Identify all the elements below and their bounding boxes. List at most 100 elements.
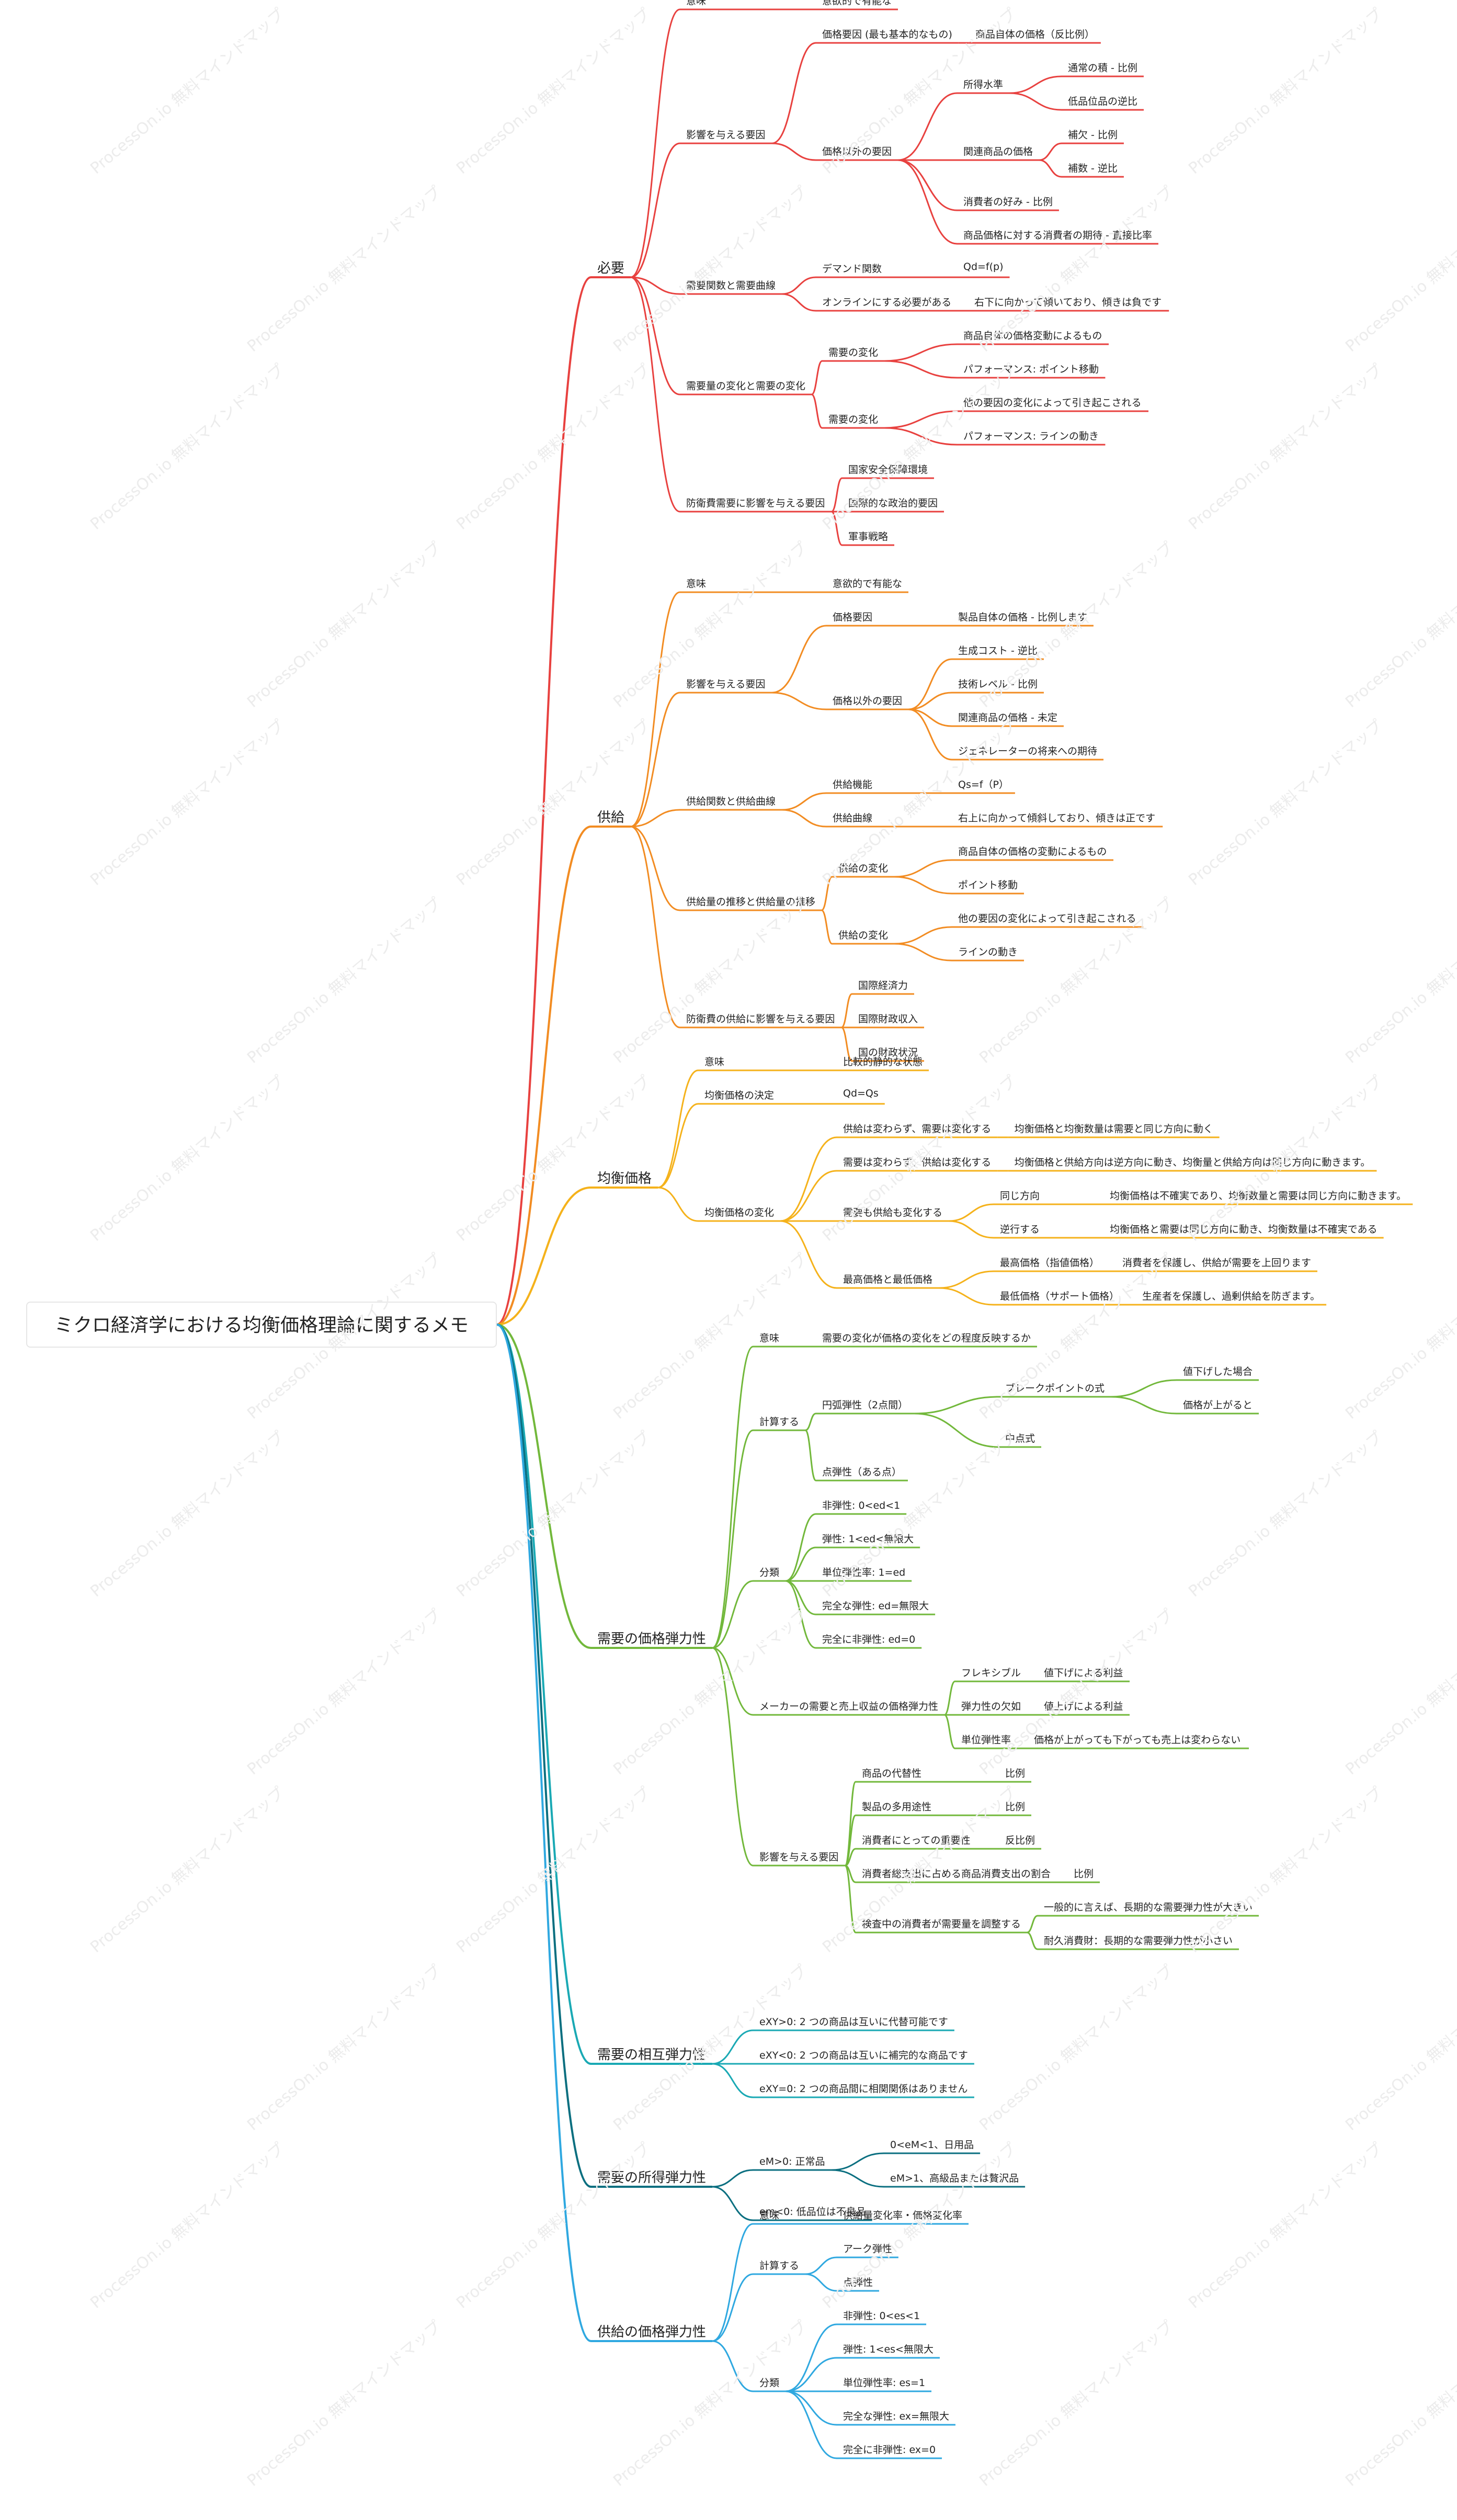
topic-node[interactable]: 供給量の推移と供給量の推移 [686, 896, 816, 908]
topic-node[interactable]: 商品自体の価格（反比例） [975, 29, 1095, 40]
topic-node[interactable]: 分類 [759, 1567, 780, 1578]
topic-node[interactable]: 商品価格に対する消費者の期待 - 直接比率 [963, 230, 1152, 241]
topic-node[interactable]: 補数 - 逆比 [1068, 163, 1118, 174]
topic-node[interactable]: 非弾性: 0<ed<1 [822, 1500, 901, 1511]
topic-node[interactable]: 計算する [759, 2260, 800, 2272]
topic-node[interactable]: Qd=f(p) [963, 261, 1004, 273]
topic-node[interactable]: 国の財政状況 [858, 1047, 918, 1058]
topic-node[interactable]: 消費者にとっての重要性 [862, 1835, 971, 1846]
topic-node[interactable]: ジェネレーターの将来への期待 [958, 745, 1098, 757]
topic-node[interactable]: 需要も供給も変化する [843, 1207, 943, 1218]
topic-node[interactable]: 供給曲線 [833, 812, 873, 824]
topic-node[interactable]: 均衡価格と供給方向は逆方向に動き、均衡量と供給方向は同じ方向に動きます。 [1014, 1157, 1371, 1168]
topic-node[interactable]: Qd=Qs [843, 1088, 879, 1099]
topic-node[interactable]: オンラインにする必要がある [822, 297, 952, 308]
topic-node[interactable]: 影響を与える要因 [686, 129, 766, 141]
topic-node[interactable]: 意味 [759, 2210, 780, 2221]
topic-node[interactable]: 最高価格と最低価格 [843, 1274, 933, 1285]
branch-topic[interactable]: 需要の所得弾力性 [597, 2170, 707, 2186]
topic-node[interactable]: 意味 [759, 1332, 780, 1344]
topic-node[interactable]: 完全に非弾性: ex=0 [843, 2444, 936, 2456]
topic-node[interactable]: 単位弾性率: es=1 [843, 2377, 926, 2389]
topic-node[interactable]: 円弧弾性（2点間） [822, 1399, 908, 1411]
topic-node[interactable]: 比例 [1074, 1868, 1094, 1880]
topic-node[interactable]: 供給量変化率・価格変化率 [843, 2210, 963, 2221]
topic-node[interactable]: 国際的な政治的要因 [848, 498, 938, 509]
topic-node[interactable]: 単位弾性率 [961, 1734, 1011, 1746]
topic-node[interactable]: 比例 [1005, 1801, 1026, 1813]
topic-node[interactable]: 消費者総支出に占める商品消費支出の割合 [862, 1868, 1051, 1880]
topic-node[interactable]: 供給の変化 [838, 930, 889, 941]
topic-node[interactable]: 商品自体の価格の変動によるもの [958, 846, 1107, 857]
topic-node[interactable]: アーク弾性 [843, 2243, 892, 2255]
topic-node[interactable]: ポイント移動 [958, 879, 1018, 891]
topic-node[interactable]: 均衡価格と需要は同じ方向に動き、均衡数量は不確実である [1110, 1224, 1378, 1235]
topic-node[interactable]: 均衡価格の決定 [704, 1090, 775, 1101]
topic-node[interactable]: 中点式 [1005, 1433, 1035, 1444]
topic-node[interactable]: 通常の積 - 比例 [1068, 62, 1137, 74]
topic-node[interactable]: 意味 [686, 578, 707, 590]
topic-node[interactable]: 補欠 - 比例 [1068, 129, 1118, 141]
topic-node[interactable]: ブレークポイントの式 [1005, 1383, 1105, 1394]
topic-node[interactable]: eXY=0: 2 つの商品間に相関関係はありません [759, 2083, 968, 2095]
topic-node[interactable]: 価格が上がっても下がっても売上は変わらない [1034, 1734, 1241, 1746]
topic-node[interactable]: フレキシブル [961, 1667, 1021, 1679]
topic-node[interactable]: 供給関数と供給曲線 [686, 796, 776, 807]
branch-topic[interactable]: 供給の価格弾力性 [597, 2324, 707, 2340]
topic-node[interactable]: 比例 [1005, 1768, 1026, 1779]
topic-node[interactable]: 耐久消費財：長期的な需要弾力性が小さい [1044, 1935, 1233, 1947]
branch-topic[interactable]: 供給 [597, 810, 625, 826]
topic-node[interactable]: 価格要因 (最も基本的なもの) [822, 29, 952, 40]
topic-node[interactable]: 非弾性: 0<es<1 [843, 2310, 920, 2322]
topic-node[interactable]: デマンド関数 [822, 263, 882, 275]
topic-node[interactable]: 均衡価格と均衡数量は需要と同じ方向に動く [1014, 1123, 1213, 1135]
topic-node[interactable]: 計算する [759, 1416, 800, 1428]
topic-node[interactable]: 国際経済力 [858, 980, 908, 991]
topic-node[interactable]: 検査中の消費者が需要量を調整する [862, 1918, 1021, 1930]
branch-topic[interactable]: 必要 [597, 261, 625, 276]
topic-node[interactable]: 同じ方向 [1000, 1190, 1040, 1202]
topic-node[interactable]: 防衛費需要に影響を与える要因 [686, 498, 825, 509]
topic-node[interactable]: 弾性: 1<es<無限大 [843, 2344, 934, 2355]
topic-node[interactable]: 価格要因 [833, 612, 873, 623]
topic-node[interactable]: 防衛費の供給に影響を与える要因 [686, 1013, 835, 1025]
topic-node[interactable]: 右下に向かって傾いており、傾きは負です [974, 297, 1162, 308]
topic-node[interactable]: 製品の多用途性 [862, 1801, 932, 1813]
topic-node[interactable]: パフォーマンス: ポイント移動 [963, 364, 1099, 375]
topic-node[interactable]: 消費者の好み - 比例 [963, 196, 1053, 208]
topic-node[interactable]: 影響を与える要因 [759, 1851, 839, 1863]
topic-node[interactable]: 商品自体の価格変動によるもの [963, 330, 1102, 342]
topic-node[interactable]: 値下げによる利益 [1044, 1667, 1123, 1679]
topic-node[interactable]: 需要の変化 [828, 414, 879, 425]
topic-node[interactable]: em<0: 低品位は不良品 [759, 2206, 866, 2218]
topic-node[interactable]: 一般的に言えば、長期的な需要弾力性が大きい [1044, 1902, 1253, 1913]
root-topic[interactable]: ミクロ経済学における均衡価格理論に関するメモ [26, 1302, 497, 1348]
topic-node[interactable]: 意欲的で有能な [833, 578, 903, 590]
topic-node[interactable]: 需要は変わらず、供給は変化する [843, 1157, 992, 1168]
topic-node[interactable]: 点弾性（ある点） [822, 1466, 902, 1478]
topic-node[interactable]: 軍事戦略 [848, 531, 889, 543]
topic-node[interactable]: 単位弾性率: 1=ed [822, 1567, 906, 1578]
topic-node[interactable]: 関連商品の価格 [963, 146, 1033, 157]
topic-node[interactable]: 国際財政収入 [858, 1013, 918, 1025]
topic-node[interactable]: 需要関数と需要曲線 [686, 280, 776, 291]
topic-node[interactable]: 低品位品の逆比 [1068, 96, 1138, 107]
topic-node[interactable]: 技術レベル - 比例 [958, 679, 1038, 690]
topic-node[interactable]: 供給機能 [833, 779, 873, 790]
topic-node[interactable]: 国家安全保障環境 [848, 464, 928, 476]
topic-node[interactable]: パフォーマンス: ラインの動き [963, 431, 1099, 442]
topic-node[interactable]: 完全に非弾性: ed=0 [822, 1634, 916, 1645]
topic-node[interactable]: 需要の変化が価格の変化をどの程度反映するか [822, 1332, 1031, 1344]
branch-topic[interactable]: 需要の相互弾力性 [597, 2047, 707, 2063]
topic-node[interactable]: eM>1、高級品または贅沢品 [890, 2173, 1019, 2184]
topic-node[interactable]: 均衡価格の変化 [704, 1207, 775, 1218]
topic-node[interactable]: eXY>0: 2 つの商品は互いに代替可能です [759, 2016, 948, 2028]
topic-node[interactable]: 商品の代替性 [862, 1768, 922, 1779]
topic-node[interactable]: 完全な弾性: ex=無限大 [843, 2411, 949, 2422]
topic-node[interactable]: 価格が上がると [1183, 1399, 1253, 1411]
topic-node[interactable]: 生成コスト - 逆比 [958, 645, 1038, 657]
topic-node[interactable]: 価格以外の要因 [833, 695, 903, 707]
topic-node[interactable]: 反比例 [1005, 1835, 1035, 1846]
topic-node[interactable]: 右上に向かって傾斜しており、傾きは正です [958, 812, 1156, 824]
topic-node[interactable]: 他の要因の変化によって引き起こされる [963, 397, 1142, 409]
